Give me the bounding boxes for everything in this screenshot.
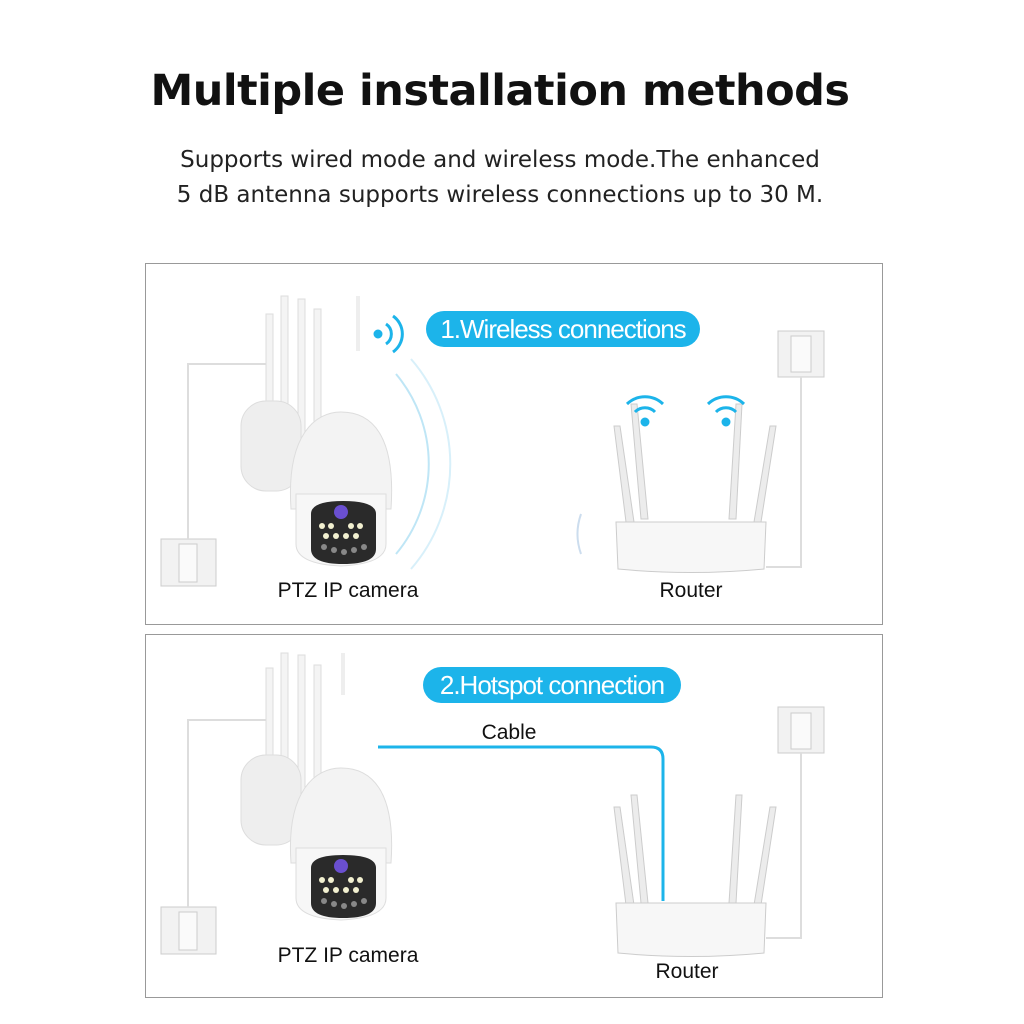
wall-socket-icon [777,706,825,754]
wifi-signal-icon [706,395,746,427]
power-cable [187,719,271,907]
camera-label: PTZ IP camera [277,579,419,602]
hotspot-diagram [160,652,825,957]
wall-socket-icon [777,330,825,378]
power-cable [187,363,271,539]
power-cable [766,753,802,939]
router-label: Router [659,579,723,602]
hotspot-connection-panel: 2.Hotspot connection Cable PTZ IP camera… [145,634,883,998]
router-image [613,403,777,573]
ptz-camera-image [240,295,393,567]
power-cable [766,377,802,568]
router-label: Router [655,960,719,983]
page-title: Multiple installation methods [150,66,850,116]
wall-socket-icon [160,538,217,587]
wifi-signal-icon [625,395,665,427]
cable-label: Cable [481,721,537,744]
wireless-connection-panel: 1.Wireless connections PTZ IP camera Rou… [145,263,883,625]
ptz-camera-image [240,652,393,921]
wall-socket-icon [160,906,217,955]
network-cable [378,745,665,901]
wireless-diagram [160,295,825,587]
subtitle-line-1: Supports wired mode and wireless mode.Th… [180,147,820,173]
wifi-waves-icon [395,358,582,570]
wifi-signal-icon [373,314,404,354]
hotspot-connection-badge: 2.Hotspot connection [423,667,681,703]
wireless-connections-badge: 1.Wireless connections [426,311,700,347]
camera-label: PTZ IP camera [277,944,419,967]
antenna-icon [341,653,345,695]
subtitle-line-2: 5 dB antenna supports wireless connectio… [176,182,824,208]
router-image [613,794,777,957]
antenna-icon [356,296,360,351]
